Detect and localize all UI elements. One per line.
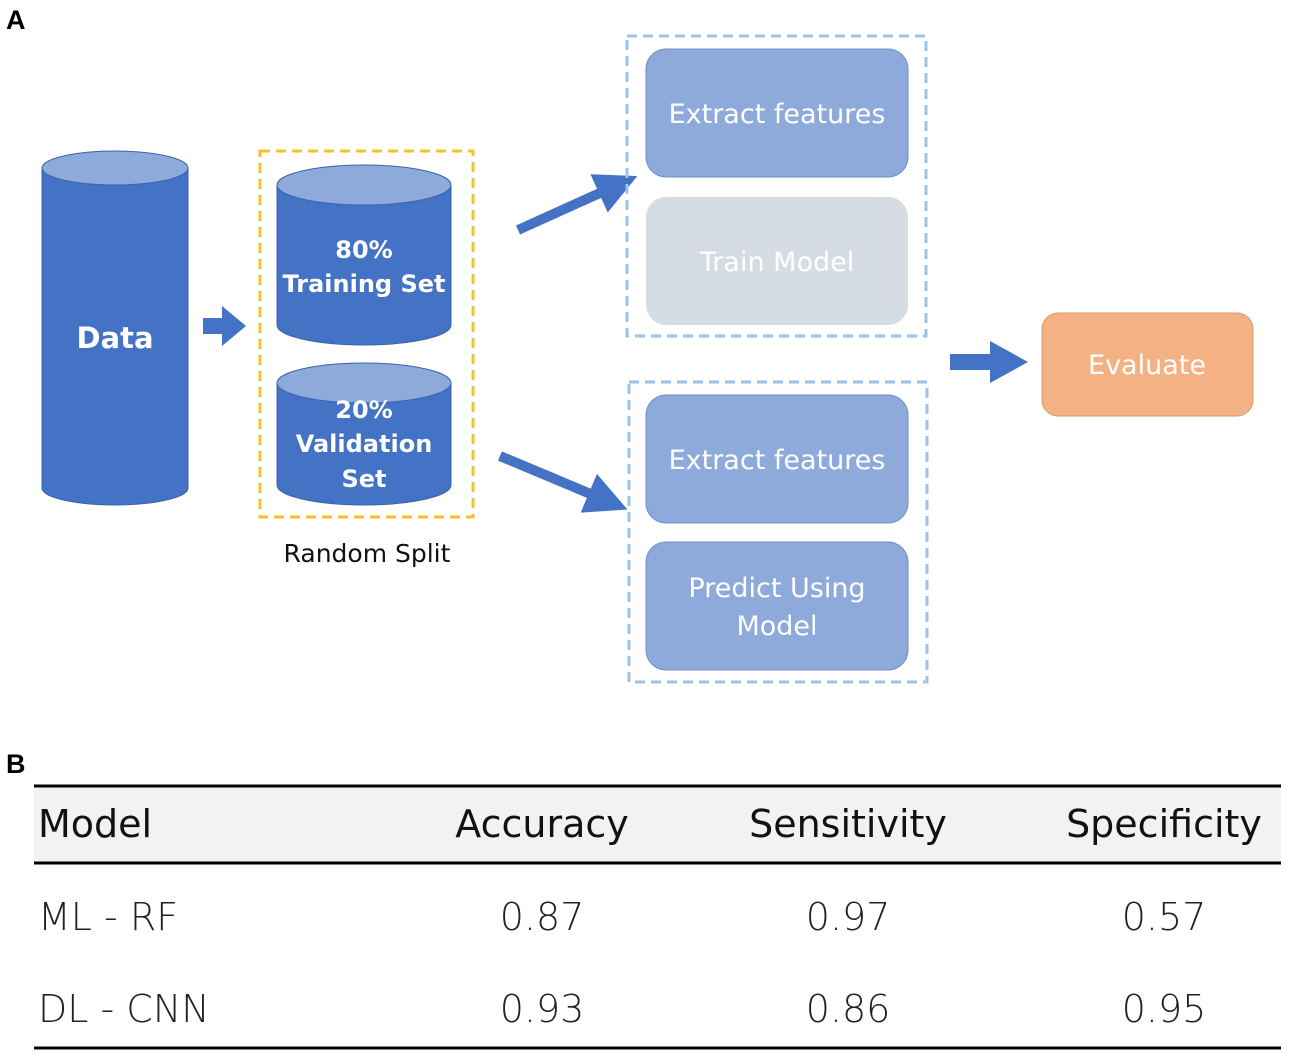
- validation-set-percent: 20%: [335, 396, 392, 424]
- training-set-cylinder: 80% Training Set: [276, 164, 452, 346]
- table-header-row: [34, 786, 1281, 863]
- table-cell-sensitivity: 0.97: [806, 895, 891, 939]
- table-header-sensitivity: Sensitivity: [749, 802, 947, 846]
- table-row: ML - RF 0.87 0.97 0.57: [38, 895, 1206, 939]
- validation-set-label-2: Set: [341, 465, 386, 493]
- table-row: DL - CNN 0.93 0.86 0.95: [38, 987, 1206, 1031]
- validate-group-frame: [627, 380, 929, 684]
- predict-using-model-box: [645, 541, 909, 671]
- arrow-to-evaluate: [950, 341, 1028, 383]
- predict-using-model-label-1: Predict Using: [688, 573, 865, 604]
- data-cylinder: Data: [41, 150, 189, 506]
- table-header-model: Model: [38, 802, 152, 846]
- training-set-percent: 80%: [335, 236, 392, 264]
- table-cell-model: ML - RF: [38, 895, 178, 939]
- table-header-specificity: Specificity: [1066, 802, 1262, 846]
- predict-using-model-label-2: Model: [736, 611, 817, 642]
- validation-set-label: Validation: [296, 430, 433, 458]
- train-model-box: [646, 197, 908, 325]
- evaluate-label: Evaluate: [1088, 350, 1206, 381]
- train-extract-features-label: Extract features: [669, 99, 886, 130]
- table-cell-sensitivity: 0.86: [806, 987, 891, 1031]
- train-group-frame: [625, 34, 928, 338]
- arrow-validation-to-validate-group: [498, 451, 628, 513]
- arrow-data-to-split: [203, 306, 246, 346]
- table-header-accuracy: Accuracy: [455, 802, 629, 846]
- panel-letter-b: B: [6, 749, 26, 779]
- evaluate-box: [1041, 312, 1254, 417]
- table-cell-specificity: 0.95: [1122, 987, 1207, 1031]
- training-set-label: Training Set: [283, 270, 446, 298]
- validate-extract-features-label: Extract features: [669, 445, 886, 476]
- train-extract-features-box: [645, 48, 909, 178]
- validation-set-cylinder: 20% Validation Set: [276, 362, 452, 506]
- panel-letter-a: A: [6, 5, 26, 35]
- data-cylinder-label: Data: [76, 321, 153, 355]
- table-cell-accuracy: 0.93: [500, 987, 585, 1031]
- arrow-training-to-train-group: [515, 174, 638, 235]
- table-cell-accuracy: 0.87: [500, 895, 585, 939]
- results-table: Model Accuracy Sensitivity Specificity M…: [34, 784, 1281, 1050]
- table-cell-model: DL - CNN: [38, 987, 210, 1031]
- table-cell-specificity: 0.57: [1122, 895, 1207, 939]
- validate-extract-features-box: [645, 394, 909, 524]
- train-model-label: Train Model: [699, 247, 854, 278]
- random-split-caption: Random Split: [284, 539, 451, 568]
